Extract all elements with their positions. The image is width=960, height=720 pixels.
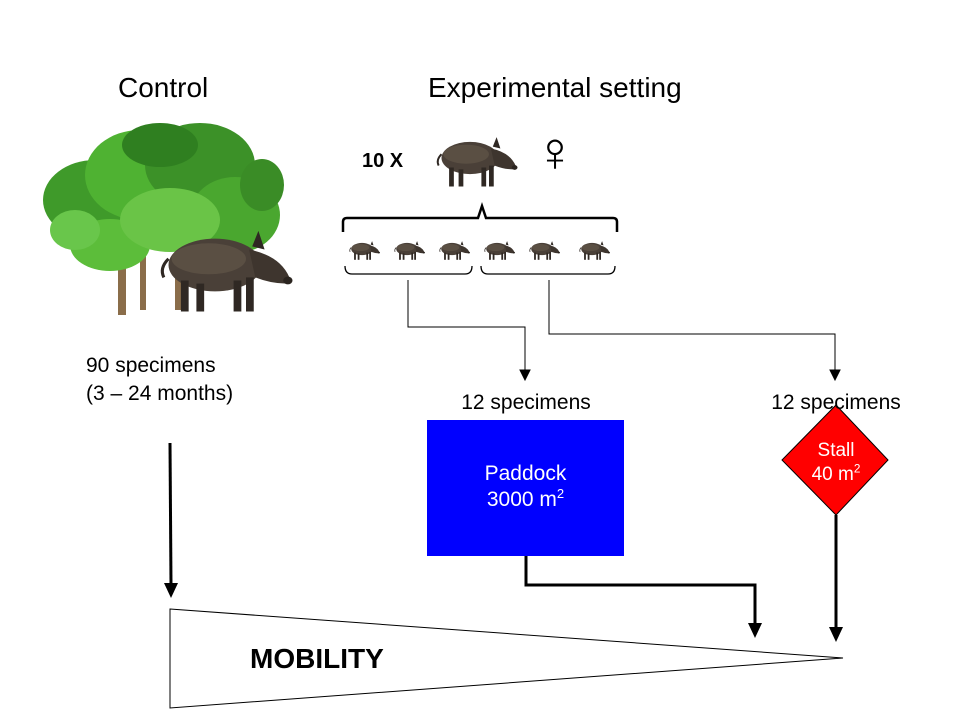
mobility-wedge (169, 608, 844, 709)
paddock-count: 12 specimens (461, 391, 591, 414)
wild-boar-icon (436, 136, 519, 188)
wild-boar-icon (579, 240, 611, 261)
stall-label: Stall 40 m2 (786, 439, 886, 487)
wild-boar-icon (394, 240, 426, 261)
paddock-area: 3000 m2 (486, 486, 565, 511)
group-bracket (341, 202, 619, 232)
wild-boar-icon (529, 240, 561, 261)
right-subgroup-bracket (480, 265, 616, 275)
paddock-connector (407, 280, 531, 382)
mobility-label: MOBILITY (250, 643, 384, 674)
control-title: Control (118, 72, 209, 103)
stall-name: Stall (817, 440, 855, 461)
control-mobility-arrow (164, 442, 178, 598)
multiplier-label: 10 X (362, 150, 404, 172)
female-symbol-icon: ♀ (534, 120, 576, 183)
control-age-range: (3 – 24 months) (86, 382, 234, 405)
wild-boar-icon (439, 240, 471, 261)
paddock-name: Paddock (484, 462, 567, 485)
paddock-box (427, 420, 624, 556)
wild-boar-icon (349, 240, 381, 261)
left-subgroup-bracket (344, 265, 473, 275)
stall-connector (548, 280, 841, 382)
stall-area: 40 m2 (811, 462, 861, 485)
paddock-label: Paddock 3000 m2 (427, 461, 624, 513)
experimental-title: Experimental setting (428, 72, 682, 103)
stall-mobility-arrow (829, 515, 843, 642)
paddock-mobility-arrow (524, 556, 762, 638)
wild-boar-icon (484, 240, 516, 261)
stall-count: 12 specimens (771, 391, 901, 414)
control-count: 90 specimens (86, 354, 216, 377)
tree-icon (43, 123, 284, 315)
